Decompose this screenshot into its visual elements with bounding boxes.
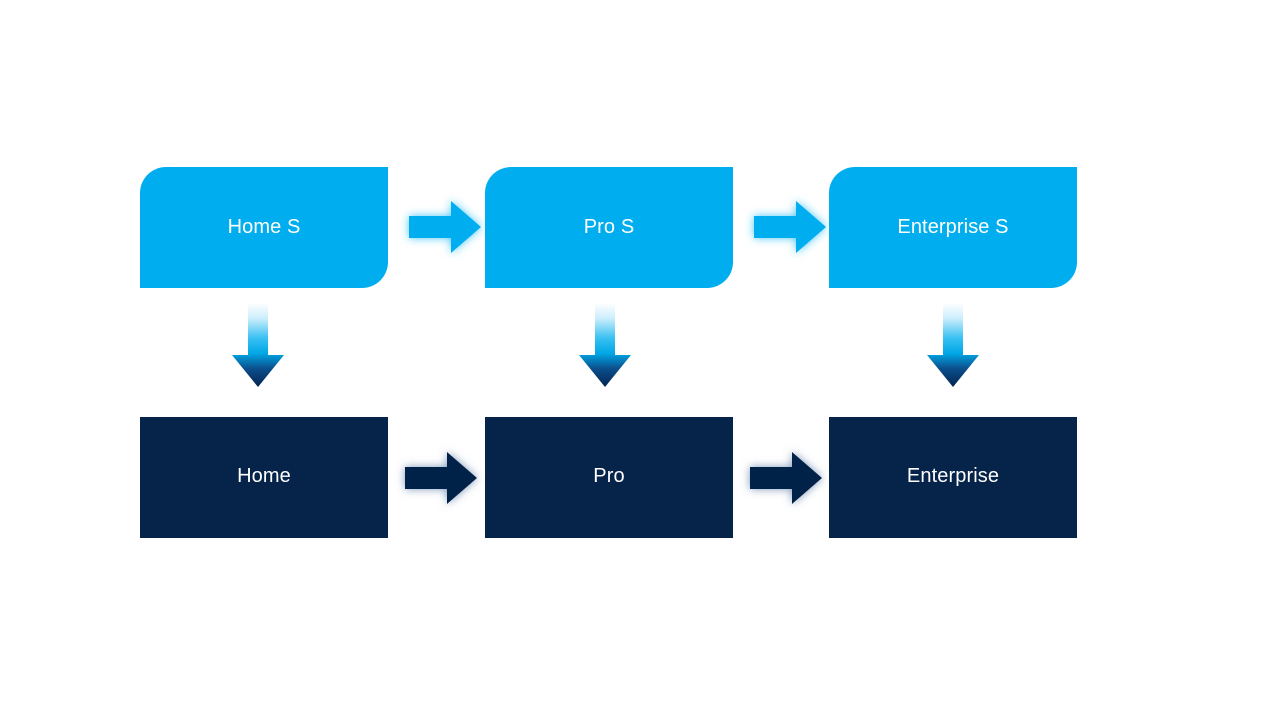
node-enterprise[interactable]: Enterprise	[829, 417, 1077, 538]
node-label: Pro S	[583, 215, 635, 238]
arrow-right-home-to-pro	[405, 452, 477, 504]
node-label: Home S	[227, 215, 301, 238]
arrow-right-pro-to-enterprise	[750, 452, 822, 504]
arrow-right-pro-s-to-enterprise-s	[754, 201, 826, 253]
arrow-down-pro-s-to-pro	[579, 303, 631, 387]
node-home[interactable]: Home	[140, 417, 388, 538]
arrow-right-home-s-to-pro-s	[409, 201, 481, 253]
node-pro[interactable]: Pro	[485, 417, 733, 538]
arrow-down-home-s-to-home	[232, 303, 284, 387]
node-pro-s[interactable]: Pro S	[485, 167, 733, 288]
node-home-s[interactable]: Home S	[140, 167, 388, 288]
arrow-down-enterprise-s-to-enterprise	[927, 303, 979, 387]
node-label: Pro	[593, 464, 625, 487]
node-enterprise-s[interactable]: Enterprise S	[829, 167, 1077, 288]
node-label: Enterprise S	[897, 215, 1009, 238]
node-label: Enterprise	[906, 464, 1000, 487]
node-label: Home	[237, 464, 291, 487]
